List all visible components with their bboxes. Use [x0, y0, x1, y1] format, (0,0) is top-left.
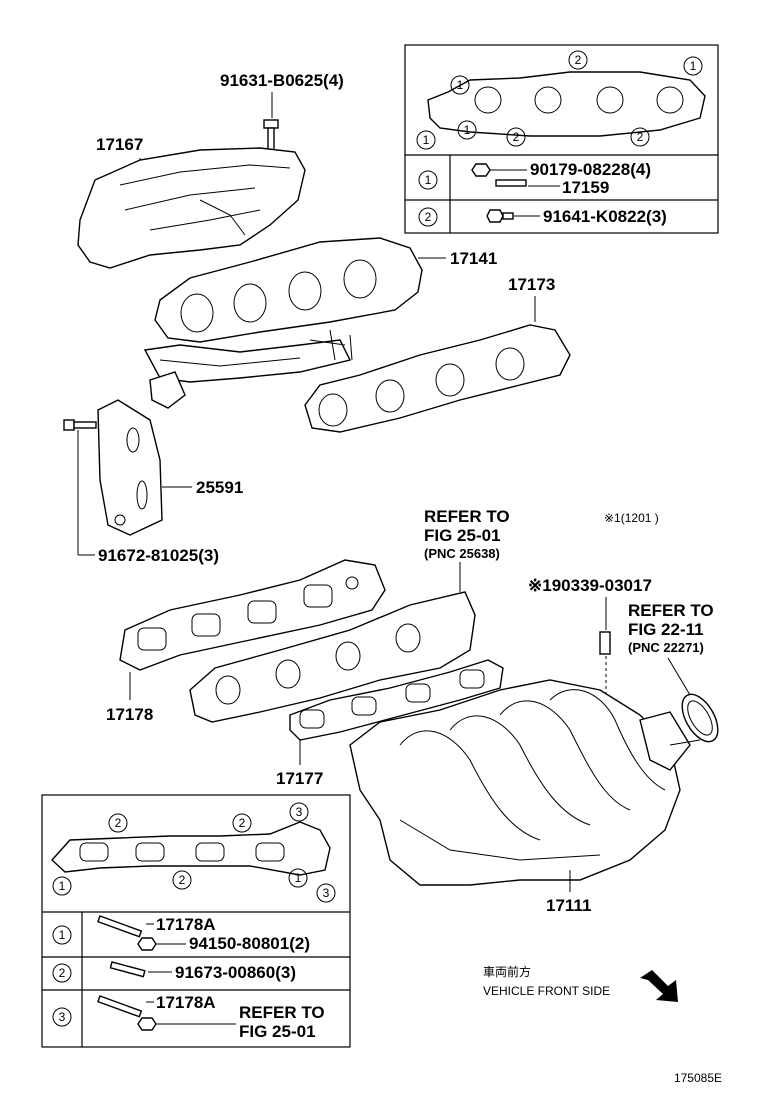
part-label-17178: 17178 [106, 705, 153, 724]
vehicle-front-en: VEHICLE FRONT SIDE [483, 984, 610, 998]
refer-to-label-3: REFER TO [239, 1003, 325, 1022]
mark: 3 [323, 886, 330, 900]
part-label-17141: 17141 [450, 249, 497, 268]
mark: 2 [115, 816, 122, 830]
table-key: 2 [425, 210, 432, 224]
mark: 1 [59, 879, 66, 893]
intake-gasket-17178 [119, 559, 386, 671]
gasket-table-top: 1 2 1 1 1 2 2 1 90179-08228(4) 17159 2 9… [404, 44, 719, 234]
table-key: 3 [59, 1010, 66, 1024]
front-arrow-icon [640, 970, 678, 1002]
part-number: 17178A [156, 993, 216, 1012]
gasket-table-bottom: 2 2 3 1 2 1 3 1 17178A 94150-80801(2) 2 … [41, 794, 351, 1048]
stud-17178a-icon [97, 915, 143, 938]
refer-to-label-2: REFER TO [628, 601, 714, 620]
part-label-17173: 17173 [508, 275, 555, 294]
part-label-17111: 17111 [546, 896, 591, 915]
refer-pnc-label-2: (PNC 22271) [628, 640, 704, 655]
mark: 3 [296, 805, 303, 819]
mark: 2 [239, 816, 246, 830]
heat-insulator-17167 [77, 147, 306, 269]
part-number: 17178A [156, 915, 216, 934]
mark: 2 [513, 130, 520, 144]
mark: 2 [179, 873, 186, 887]
part-label-91631: 91631-B0625(4) [220, 71, 344, 90]
mark: 1 [457, 78, 464, 92]
part-number: 17159 [562, 178, 609, 197]
part-label-90339: ※190339-03017 [528, 576, 652, 595]
part-number: 90179-08228(4) [530, 160, 651, 179]
intake-spacer-flange [189, 591, 476, 723]
nut-icon [137, 937, 157, 951]
bracket-25591 [97, 399, 163, 536]
refer-to-label: REFER TO [424, 507, 510, 526]
mark: 1 [464, 123, 471, 137]
mark: 1 [295, 871, 302, 885]
stud-17178a-icon-2 [97, 995, 143, 1018]
intake-manifold-17111 [349, 679, 701, 886]
mark: 1 [690, 59, 697, 73]
mark: 2 [575, 53, 582, 67]
bolt-91673-icon [109, 961, 146, 978]
refer-fig-label-2: FIG 22-11 [628, 620, 704, 639]
vehicle-front-jp: 車両前方 [483, 964, 531, 979]
part-number: 94150-80801(2) [189, 934, 310, 953]
intake-gasket-drawing [51, 821, 331, 876]
refer-fig-label: FIG 25-01 [424, 526, 501, 545]
bolt-91672-icon [63, 419, 97, 431]
exhaust-manifold-17141 [143, 237, 423, 409]
stud-bolt-icon [495, 179, 527, 187]
part-label-25591: 25591 [196, 478, 243, 497]
part-label-91672: 91672-81025(3) [98, 546, 219, 565]
part-label-17177: 17177 [276, 769, 323, 788]
refer-fig-label-3: FIG 25-01 [239, 1022, 316, 1041]
mark: 1 [423, 133, 430, 147]
refer-pnc-label: (PNC 25638) [424, 546, 500, 561]
part-label-17167: 17167 [96, 135, 143, 154]
exhaust-gasket-drawing [427, 71, 706, 137]
part-number: 91673-00860(3) [175, 963, 296, 982]
nut-icon [471, 163, 491, 177]
throttle-gasket-icon [681, 693, 719, 743]
table-key: 1 [425, 173, 432, 187]
bolt-91631-icon [263, 119, 279, 151]
bolt-icon [486, 209, 504, 223]
table-key: 1 [59, 928, 66, 942]
mark: 2 [637, 130, 644, 144]
stud-90339-icon [599, 631, 611, 655]
exhaust-gasket-17173 [304, 324, 571, 433]
part-number: 91641-K0822(3) [543, 207, 667, 226]
nut-icon [137, 1017, 157, 1031]
table-key: 2 [59, 966, 66, 980]
note-label: ※1(1201 ) [604, 511, 659, 525]
figure-code: 175085E [674, 1071, 722, 1085]
